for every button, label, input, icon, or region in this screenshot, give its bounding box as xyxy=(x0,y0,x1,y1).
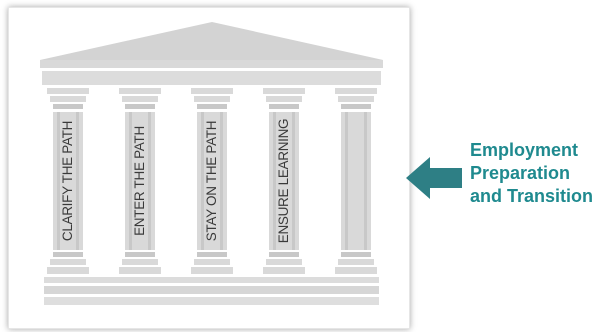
pillar-label: CLARIFY THE PATH xyxy=(60,120,75,242)
base-step-1 xyxy=(44,277,379,283)
entablature-band xyxy=(42,71,381,85)
pillar-flute xyxy=(129,112,132,250)
pillar-base xyxy=(122,259,158,265)
pillar-group xyxy=(47,88,377,274)
pillar-capital xyxy=(338,96,374,102)
pillar-base xyxy=(119,267,161,274)
pillar-flute xyxy=(273,112,276,250)
pillar-flute xyxy=(220,112,223,250)
pillar-capital xyxy=(119,88,161,94)
left-arrow-icon xyxy=(406,157,462,199)
pillar-flute xyxy=(292,112,295,250)
pillar-base xyxy=(53,252,83,257)
pillar-flute xyxy=(364,112,367,250)
callout-line-1: Employment xyxy=(470,140,579,160)
pillar-capital xyxy=(194,96,230,102)
base-step-3 xyxy=(44,297,379,305)
pillar-base xyxy=(47,267,89,274)
base-step-2 xyxy=(44,286,379,294)
pillar-base xyxy=(269,252,299,257)
pillar-base xyxy=(194,259,230,265)
pillar-base xyxy=(197,252,227,257)
pillar-capital xyxy=(122,96,158,102)
pillar-capital xyxy=(47,88,89,94)
pillar-capital xyxy=(53,104,83,109)
pillar-base xyxy=(335,267,377,274)
pillar-base xyxy=(266,259,302,265)
pillar-capital xyxy=(125,104,155,109)
pillar-capital xyxy=(191,88,233,94)
pillar-flute xyxy=(148,112,151,250)
callout-line-2: Preparation xyxy=(470,163,571,183)
pillar-capital xyxy=(266,96,302,102)
pillar-capital xyxy=(50,96,86,102)
pillar-base xyxy=(125,252,155,257)
pillar-base xyxy=(341,252,371,257)
callout-line-3: and Transition xyxy=(470,186,594,206)
pillar-capital xyxy=(263,88,305,94)
pillar-label: ENSURE LEARNING xyxy=(276,118,291,244)
pillar-label: STAY ON THE PATH xyxy=(204,120,219,242)
temple-roof xyxy=(40,22,383,60)
pillar-flute xyxy=(57,112,60,250)
pillar-flute xyxy=(345,112,348,250)
pillar-base xyxy=(338,259,374,265)
pillar-capital xyxy=(335,88,377,94)
pillar-capital xyxy=(341,104,371,109)
pillar-label: ENTER THE PATH xyxy=(132,126,147,236)
callout-text: Employment Preparation and Transition xyxy=(470,139,593,208)
pillar-base xyxy=(263,267,305,274)
pillar-flute xyxy=(201,112,204,250)
entablature-top xyxy=(40,60,383,68)
pillar-capital xyxy=(269,104,299,109)
pillar-flute xyxy=(76,112,79,250)
pillar-base xyxy=(191,267,233,274)
pillar-base xyxy=(50,259,86,265)
pillar-capital xyxy=(197,104,227,109)
